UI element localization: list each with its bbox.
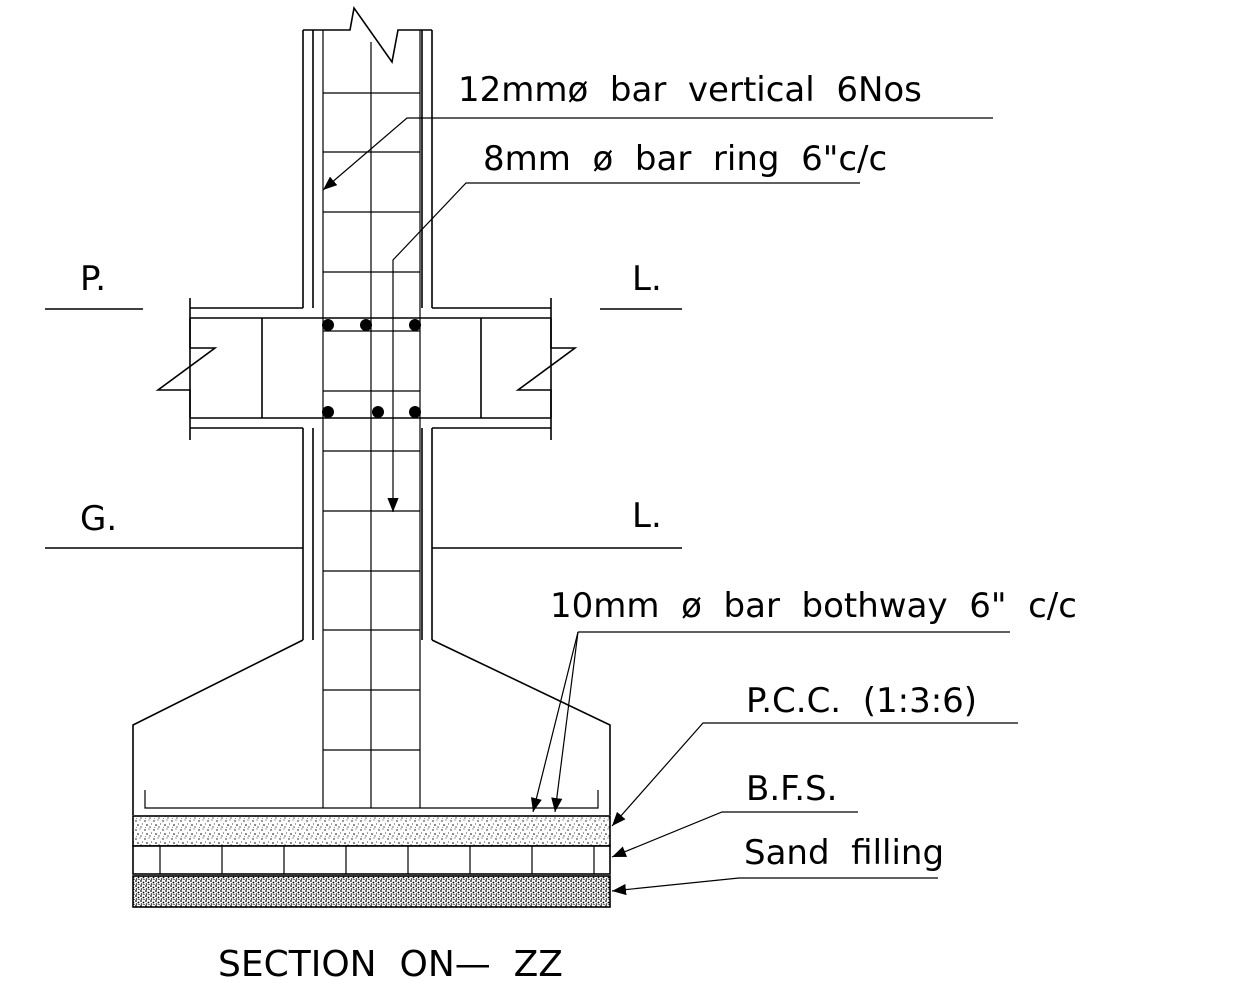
leader-bfs: [611, 811, 858, 858]
label-sand: Sand filling: [744, 833, 944, 873]
label-plinth-right: L.: [632, 259, 662, 299]
column-outline: [302, 5, 433, 640]
leader-pcc: [611, 722, 1018, 827]
footing: [132, 639, 611, 815]
leader-base-bars: [530, 631, 1010, 813]
leader-ring-bars: [387, 182, 860, 512]
beam-bars: [322, 319, 421, 418]
level-lines: [45, 308, 682, 549]
leader-sand: [611, 877, 938, 896]
section-title: SECTION ON— ZZ: [218, 944, 563, 981]
label-pcc: P.C.C. (1:3:6): [746, 681, 977, 721]
bfs-layer: [132, 845, 611, 875]
ring-bars: [323, 92, 420, 751]
label-ground-left: G.: [80, 499, 117, 539]
label-vertical-bars: 12mmø bar vertical 6Nos: [458, 70, 922, 110]
label-ground-right: L.: [632, 496, 662, 536]
sand-filling-layer: [132, 875, 611, 908]
pcc-layer: [132, 815, 611, 847]
label-plinth-left: P.: [80, 259, 106, 299]
vertical-bars: [322, 30, 421, 808]
leader-vertical-bars: [322, 117, 993, 191]
plinth-beam: [155, 298, 578, 440]
label-ring-bars: 8mm ø bar ring 6"c/c: [483, 139, 887, 179]
label-base-bars: 10mm ø bar bothway 6" c/c: [550, 586, 1077, 626]
label-bfs: B.F.S.: [746, 769, 837, 809]
